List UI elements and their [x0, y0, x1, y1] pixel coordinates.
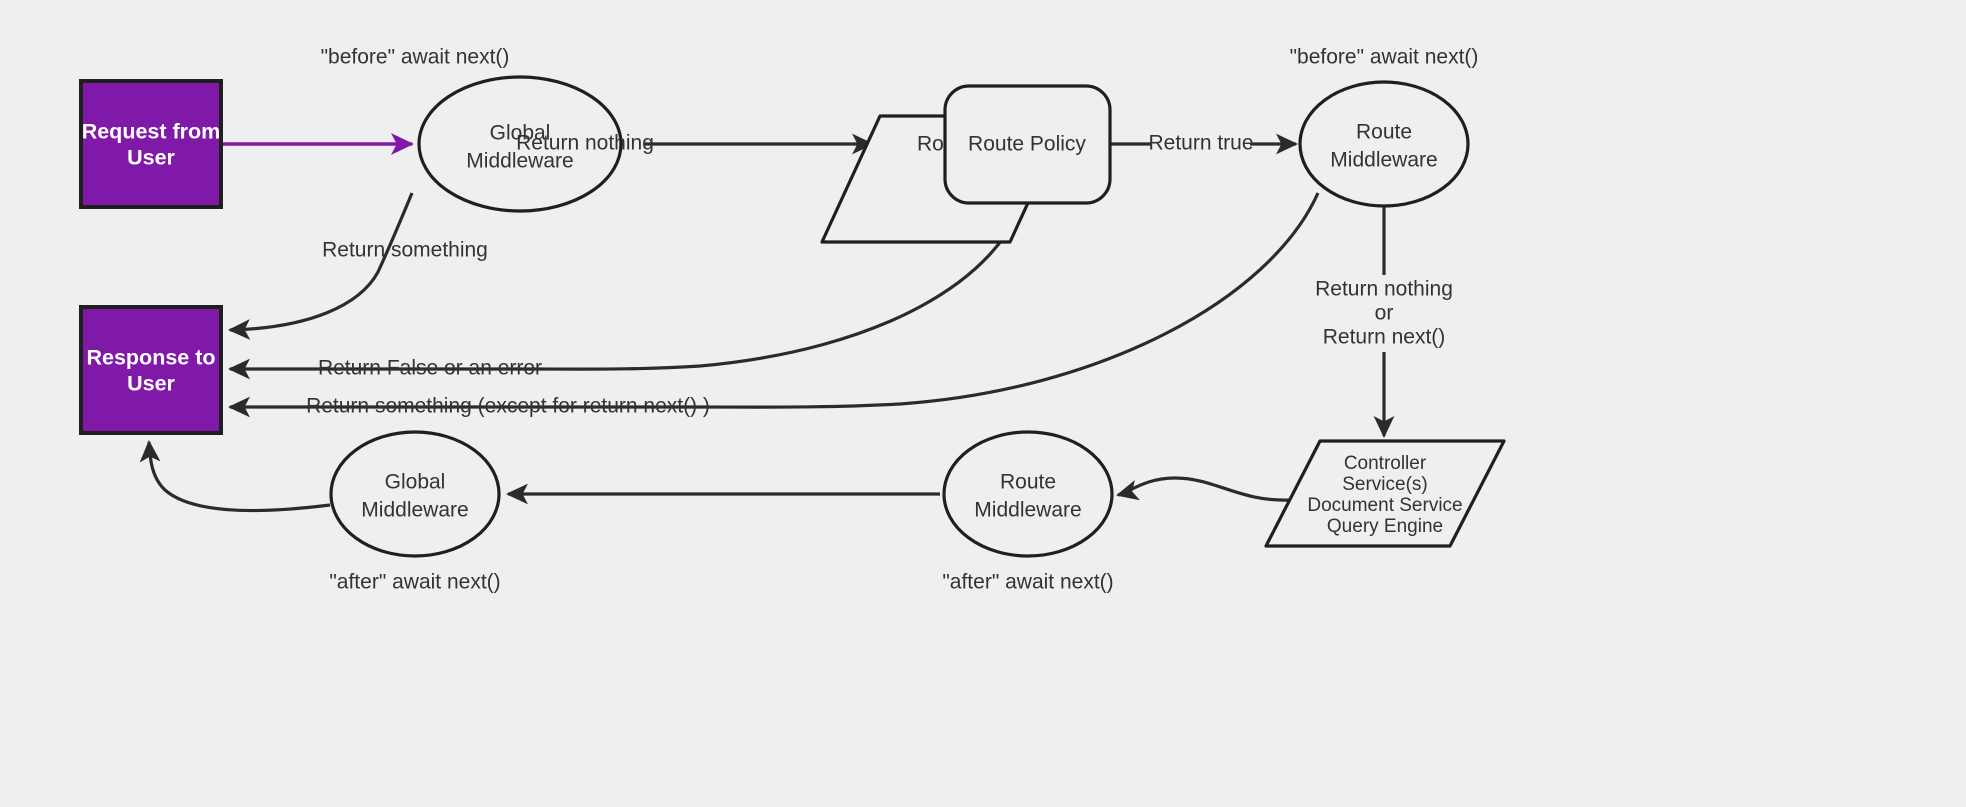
route-middleware-after-label-line1: Route	[1000, 471, 1056, 494]
node-route-middleware-after[interactable]: Route Middleware	[942, 430, 1114, 558]
node-route-middleware-before[interactable]: Route Middleware	[1298, 80, 1470, 208]
route-middleware-after-label-line2: Middleware	[974, 499, 1081, 522]
edge-label-return-false-or-error: Return False or an error	[318, 357, 542, 380]
response-to-user-label-line1: Response to	[86, 346, 215, 370]
edge-route-middleware-to-response-curve	[689, 192, 1320, 409]
edge-label-return-something-global: Return something	[322, 239, 488, 262]
controller-line-1: Controller	[1344, 453, 1427, 474]
route-middleware-before-label-line1: Route	[1356, 121, 1412, 144]
global-middleware-before-label-line1: Global	[490, 122, 551, 145]
controller-parallelogram	[1264, 439, 1506, 548]
edge-route-policy-to-response-curve	[529, 195, 1026, 371]
route-middleware-before-label-line2: Middleware	[1330, 149, 1437, 172]
route-middleware-before-ellipse	[1298, 80, 1470, 208]
request-from-user-box	[79, 79, 223, 209]
global-middleware-after-label-line2: Middleware	[361, 499, 468, 522]
request-from-user-label-line1: Request from	[82, 120, 221, 144]
node-response-to-user[interactable]: Response to User	[79, 305, 223, 435]
edge-global-middleware-after-to-response	[139, 440, 331, 513]
edge-label-return-true: Return true	[1148, 132, 1253, 155]
node-request-from-user[interactable]: Request from User	[79, 79, 223, 209]
edge-label-return-nothing-rm-2: or	[1375, 302, 1394, 325]
edge-label-return-nothing-rm-3: Return next()	[1323, 326, 1446, 349]
response-to-user-label-line2: User	[127, 372, 175, 396]
edge-label-return-nothing-rm-1: Return nothing	[1315, 278, 1453, 301]
annotation-before-route-middleware: "before" await next()	[1290, 46, 1479, 69]
route-policy-box	[943, 84, 1112, 205]
controller-line-3: Document Service	[1307, 495, 1462, 516]
controller-line-2: Service(s)	[1342, 474, 1428, 495]
response-to-user-box	[79, 305, 223, 435]
node-global-middleware-after[interactable]: Global Middleware	[329, 430, 501, 558]
annotation-after-global-middleware: "after" await next()	[329, 571, 500, 594]
edge-label-return-nothing-global: Return nothing	[516, 132, 654, 155]
request-from-user-label-line2: User	[127, 146, 175, 170]
global-middleware-before-label-line2: Middleware	[466, 150, 573, 173]
route-middleware-after-ellipse	[942, 430, 1114, 558]
global-middleware-after-label-line1: Global	[385, 471, 446, 494]
node-route-policy[interactable]: Route Policy	[943, 84, 1112, 205]
route-policy-label: Route Policy	[968, 133, 1086, 156]
annotation-before-global-middleware: "before" await next()	[321, 46, 510, 69]
global-middleware-after-ellipse	[329, 430, 501, 558]
edge-global-middleware-to-response-return-something	[228, 192, 414, 340]
global-middleware-before-ellipse	[417, 75, 623, 213]
edge-label-return-something-except-next: Return something (except for return next…	[306, 395, 710, 418]
controller-line-4: Query Engine	[1327, 516, 1443, 537]
node-global-middleware-before[interactable]: Global Middleware	[417, 75, 623, 213]
node-controller-services[interactable]: Controller Service(s) Document Service Q…	[1264, 439, 1506, 548]
edge-controller-to-route-middleware-after	[1116, 476, 1291, 502]
annotation-after-route-middleware: "after" await next()	[942, 571, 1113, 594]
